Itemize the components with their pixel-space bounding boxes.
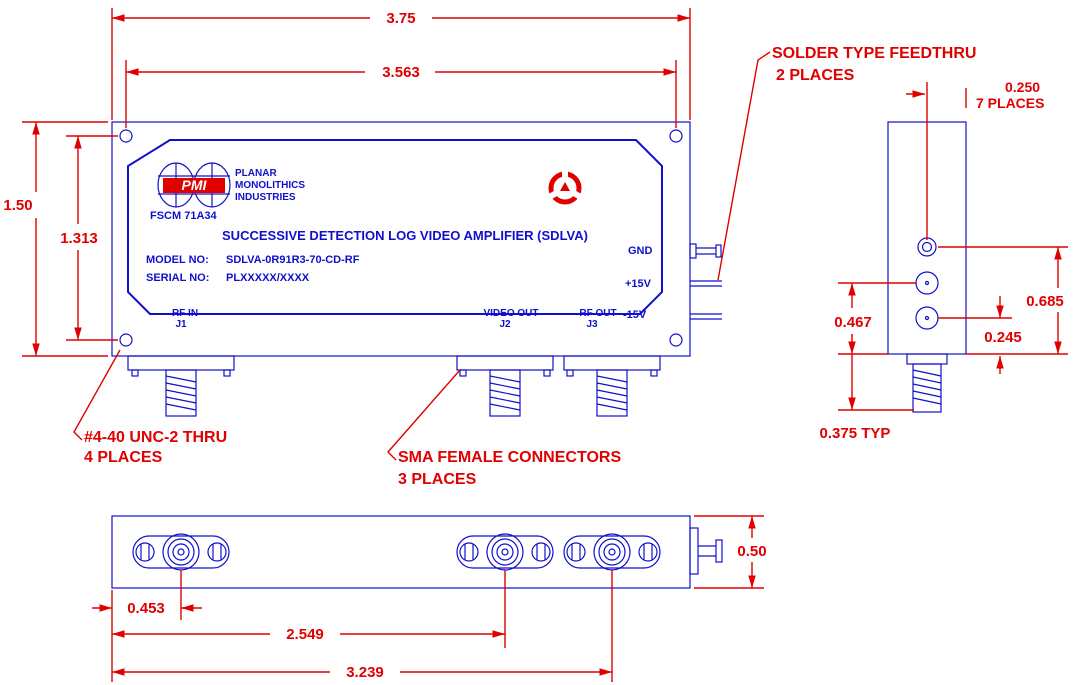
top-view: PMI PLANAR MONOLITHICS INDUSTRIES FSCM 7… [3,8,976,488]
note-holes-line2: 4 PLACES [84,449,163,466]
mounting-hole-tr [669,129,683,143]
dim-connector-offset-value: 0.375 TYP [820,425,891,442]
front-connector-j1 [132,533,230,571]
dim-feedthru-pitch-value: 0.250 [1005,79,1040,95]
serial-label: SERIAL NO: [146,272,209,284]
dim-hole-spacing-y-value: 1.313 [60,230,98,247]
mounting-hole-br [669,333,683,347]
front-view: 0.50 0.453 2.549 3.239 [92,515,767,682]
mounting-hole-bl [119,333,133,347]
dim-j2-offset-value: 2.549 [286,626,324,643]
model-value: SDLVA-0R91R3-70-CD-RF [226,254,360,266]
sma-connector-j2 [456,355,554,417]
pin-lower [915,306,939,330]
serial-value: PLXXXXX/XXXX [226,272,310,284]
front-feedthru [689,527,723,575]
dim-height-value: 1.50 [3,197,32,214]
dim-connector-height-value: 0.467 [834,314,872,331]
company-line-1: PLANAR [235,168,277,179]
product-title: SUCCESSIVE DETECTION LOG VIDEO AMPLIFIER… [222,228,588,243]
dim-j3-offset-value: 3.239 [346,664,384,681]
dim-thickness-value: 0.50 [737,543,766,560]
front-connector-j2 [456,533,554,571]
feedthru-pins [689,243,722,320]
port-rf-out-label: RF OUT [579,308,616,319]
note-connectors-line1: SMA FEMALE CONNECTORS [398,449,621,466]
housing-outline [111,121,691,357]
dim-hole-spacing-x-value: 3.563 [382,64,420,81]
dim-lower-pin-value: 0.245 [984,329,1022,346]
company-line-3: INDUSTRIES [235,192,296,203]
pmi-logo: PMI [157,162,231,208]
company-mark [547,170,583,205]
dim-feedthru-places: 7 PLACES [976,95,1044,111]
mounting-hole-tl [119,129,133,143]
pin-minus15-label: -15V [623,309,647,321]
label-plate [127,139,663,315]
port-j3-label: J3 [586,319,598,330]
dim-gnd-height-value: 0.685 [1026,293,1064,310]
note-feedthru-line1: SOLDER TYPE FEEDTHRU [772,45,976,62]
port-j1-label: J1 [175,319,187,330]
pin-upper [915,271,939,295]
pin-gnd-label: GND [628,245,653,257]
note-holes-line1: #4-40 UNC-2 THRU [84,429,227,446]
sma-connector-j3 [563,355,661,417]
note-connectors-line2: 3 PLACES [398,471,477,488]
dim-hole-spacing-x: 3.563 [125,60,677,128]
pin-plus15-label: +15V [625,278,652,290]
front-connector-j3 [563,533,661,571]
dim-length: 3.75 [111,8,691,120]
company-line-2: MONOLITHICS [235,180,305,191]
model-label: MODEL NO: [146,254,209,266]
dim-height: 1.50 [3,121,108,357]
side-view: 0.250 7 PLACES 0.685 0.245 0.467 0.375 T… [820,79,1068,442]
gnd-feedthru [917,237,937,257]
port-rf-in-label: RF IN [172,308,198,319]
port-video-out-label: VIDEO OUT [483,308,538,319]
fscm-code: FSCM 71A34 [150,210,218,222]
dim-hole-spacing-y: 1.313 [60,135,118,341]
note-feedthru-line2: 2 PLACES [776,67,855,84]
side-sma-connector [906,353,948,413]
port-j2-label: J2 [499,319,511,330]
sma-connector-j1 [127,355,235,417]
dim-j1-offset-value: 0.453 [127,600,165,617]
logo-letters: PMI [182,177,208,193]
dim-length-value: 3.75 [386,10,415,27]
